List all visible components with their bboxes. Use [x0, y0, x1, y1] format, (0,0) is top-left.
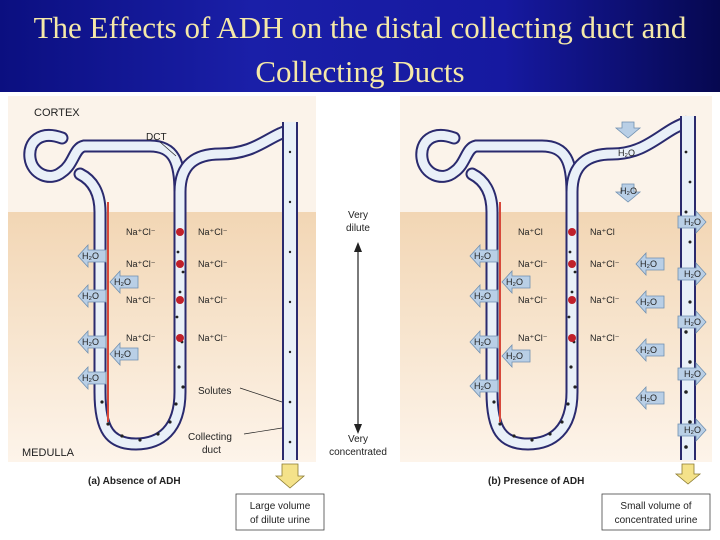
dct-label: DCT	[146, 132, 167, 143]
h2o-label: H₂O	[684, 317, 701, 327]
nacl-label: Na⁺Cl⁻	[198, 259, 228, 269]
scale-very-bottom: Very	[348, 434, 368, 445]
urine-a-line1: Large volume	[250, 501, 311, 512]
h2o-label: H₂O	[640, 345, 657, 355]
nacl-label: Na⁺Cl⁻	[126, 333, 156, 343]
nacl-label: Na⁺Cl⁻	[198, 333, 228, 343]
nacl-label: Na⁺Cl	[518, 227, 543, 237]
urine-box-b	[601, 493, 711, 531]
urine-b-line2: concentrated urine	[615, 515, 698, 526]
panel-absence-adh: CORTEX MEDULLA	[8, 96, 325, 531]
cortex-label: CORTEX	[34, 107, 80, 119]
solutes-label: Solutes	[198, 386, 231, 397]
urine-arrow-a	[274, 463, 306, 489]
h2o-label: H₂O	[114, 349, 131, 359]
panel-presence-adh: Na⁺Cl Na⁺Cl Na⁺Cl⁻ Na⁺Cl⁻ Na⁺Cl⁻ Na⁺Cl⁻ …	[400, 96, 712, 531]
h2o-label: H₂O	[684, 369, 701, 379]
h2o-label: H₂O	[474, 381, 491, 391]
nacl-label: Na⁺Cl⁻	[198, 227, 228, 237]
h2o-label: H₂O	[640, 259, 657, 269]
panel-b-caption: (b) Presence of ADH	[488, 476, 584, 487]
nacl-label: Na⁺Cl⁻	[126, 259, 156, 269]
h2o-label: H₂O	[684, 217, 701, 227]
h2o-label: H₂O	[82, 373, 99, 383]
nacl-label: Na⁺Cl⁻	[590, 259, 620, 269]
urine-box-a	[235, 493, 325, 531]
h2o-label: H₂O	[684, 269, 701, 279]
h2o-label: H₂O	[82, 291, 99, 301]
medulla-region	[400, 212, 712, 462]
water-arrows-dct	[614, 121, 642, 203]
h2o-label: H₂O	[474, 291, 491, 301]
medulla-label: MEDULLA	[22, 447, 75, 459]
scale-concentrated: concentrated	[329, 447, 387, 458]
urine-a-line2: of dilute urine	[250, 515, 310, 526]
nacl-label: Na⁺Cl⁻	[198, 295, 228, 305]
medulla-region	[8, 212, 316, 462]
concentration-scale: Very dilute Very concentrated	[329, 210, 387, 458]
h2o-label: H₂O	[640, 393, 657, 403]
nacl-label: Na⁺Cl⁻	[590, 295, 620, 305]
nacl-label: Na⁺Cl⁻	[126, 295, 156, 305]
h2o-label: H₂O	[474, 251, 491, 261]
urine-arrow-b	[674, 463, 702, 485]
h2o-label: H₂O	[684, 425, 701, 435]
h2o-label: H₂O	[82, 251, 99, 261]
scale-dilute: dilute	[346, 223, 370, 234]
nacl-channels	[176, 228, 184, 342]
panel-a-caption: (a) Absence of ADH	[88, 476, 181, 487]
collecting-duct-label: Collecting	[188, 432, 232, 443]
h2o-label: H₂O	[620, 186, 637, 196]
nacl-label: Na⁺Cl⁻	[590, 333, 620, 343]
scale-very-top: Very	[348, 210, 368, 221]
nacl-label: Na⁺Cl	[590, 227, 615, 237]
nacl-label: Na⁺Cl⁻	[518, 295, 548, 305]
h2o-label: H₂O	[506, 351, 523, 361]
h2o-label: H₂O	[114, 277, 131, 287]
nacl-label: Na⁺Cl⁻	[518, 259, 548, 269]
h2o-label: H₂O	[640, 297, 657, 307]
nacl-label: Na⁺Cl⁻	[126, 227, 156, 237]
title-bar: The Effects of ADH on the distal collect…	[0, 0, 720, 92]
urine-b-line1: Small volume of	[620, 501, 691, 512]
h2o-label: H₂O	[618, 148, 635, 158]
collecting-duct-label-2: duct	[202, 445, 221, 456]
nacl-channels	[568, 228, 576, 342]
h2o-label: H₂O	[82, 337, 99, 347]
slide-title: The Effects of ADH on the distal collect…	[33, 10, 687, 89]
adh-diagram: CORTEX MEDULLA	[8, 96, 712, 531]
nacl-label: Na⁺Cl⁻	[518, 333, 548, 343]
h2o-label: H₂O	[506, 277, 523, 287]
h2o-label: H₂O	[474, 337, 491, 347]
